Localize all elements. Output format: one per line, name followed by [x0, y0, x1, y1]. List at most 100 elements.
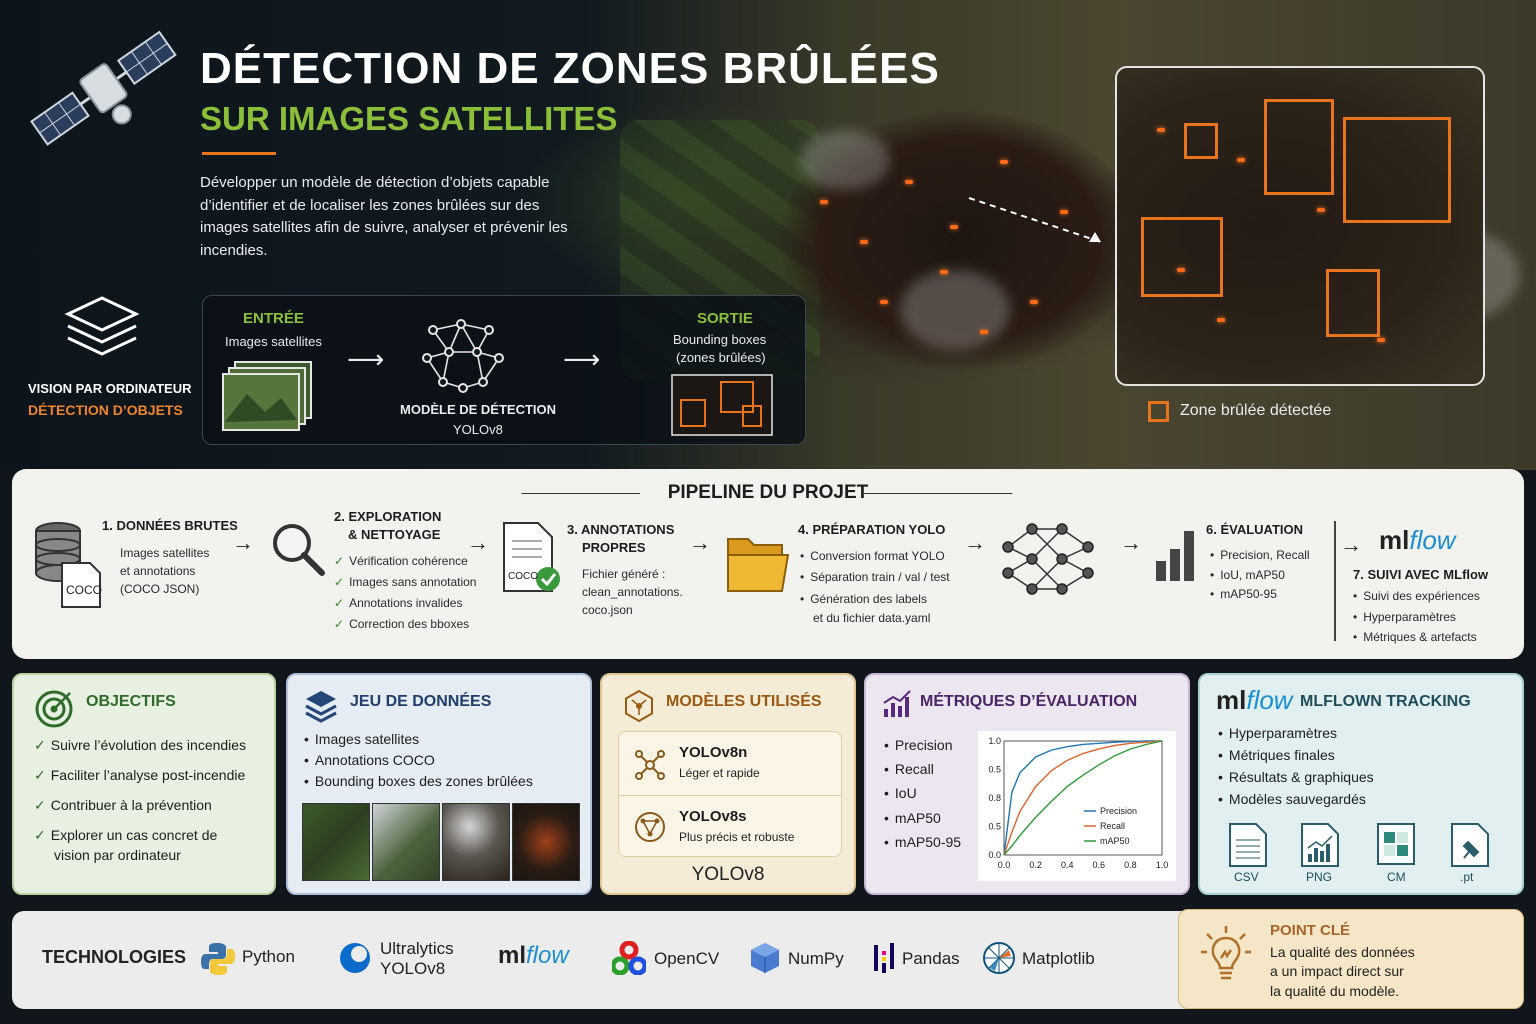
detection-box	[1141, 217, 1223, 297]
step3-title: 3. ANNOTATIONS	[567, 522, 675, 537]
models-card: MODÈLES UTILISÉS YOLOv8n Léger et rapide…	[600, 673, 856, 895]
pandas-logo-icon	[874, 943, 894, 973]
y-tick-label: 0.8	[988, 793, 1001, 803]
output-subtitle-2: (zones brûlées)	[676, 350, 766, 365]
fire-ember	[1237, 158, 1245, 162]
dataset-card: JEU DE DONNÉES •Images satellites •Annot…	[286, 673, 592, 895]
key-point-card: POINT CLÉ La qualité des données a un im…	[1178, 909, 1524, 1009]
metric-item: •mAP50	[884, 810, 941, 826]
x-tick-label: 0.0	[998, 860, 1011, 870]
satellite-icon	[30, 30, 177, 146]
layers-icon	[64, 296, 140, 356]
key-point-title: POINT CLÉ	[1270, 922, 1351, 939]
key-point-line: La qualité des données	[1270, 944, 1415, 960]
bar-chart-icon	[1156, 531, 1194, 581]
mlflow-logo: mlflow	[498, 942, 569, 969]
arrow-right-icon: ⟶	[347, 344, 385, 374]
arrow-right-icon: →	[964, 530, 986, 555]
step2-item: ✓Vérification cohérence	[334, 554, 468, 568]
arrow-right-icon: ⟶	[563, 344, 601, 374]
magnifier-icon	[273, 524, 325, 576]
objective-item-cont: vision par ordinateur	[54, 847, 181, 863]
intro-text: Développer un modèle de détection d’obje…	[200, 174, 568, 259]
key-point-line: a un impact direct sur	[1270, 963, 1404, 979]
model-title: MODÈLE DE DÉTECTION	[400, 402, 557, 417]
file-label: .pt	[1460, 870, 1474, 884]
dataset-thumbnail	[512, 803, 580, 881]
step4-item: •Génération des labels	[800, 592, 927, 606]
smoke-plume	[800, 130, 890, 190]
output-subtitle-1: Bounding boxes	[673, 332, 767, 347]
model-subtitle: YOLOv8	[453, 422, 503, 437]
metric-item: •mAP50-95	[884, 834, 962, 850]
step2-item: ✓Annotations invalides	[334, 596, 463, 610]
models-footer: YOLOv8	[691, 864, 765, 885]
metrics-card: MÉTRIQUES D’ÉVALUATION •Precision •Recal…	[864, 673, 1190, 895]
legend-swatch	[1148, 401, 1169, 422]
detection-result-panel	[1115, 66, 1485, 386]
series-line-precision	[1003, 740, 1162, 856]
step2-title: 2. EXPLORATION	[334, 509, 442, 524]
model-description: Plus précis et robuste	[679, 830, 795, 844]
detection-box	[1343, 117, 1451, 223]
fire-ember	[820, 200, 828, 204]
x-tick-label: 1.0	[1156, 860, 1169, 870]
step7-item: •Hyperparamètres	[1353, 610, 1456, 624]
ultralytics-label: Ultralytics	[380, 939, 454, 958]
dashed-arrow-icon	[968, 197, 1102, 243]
burned-area-texture	[780, 110, 1140, 370]
target-icon	[35, 690, 73, 728]
pipeline-title: PIPELINE DU PROJET	[667, 482, 869, 503]
mlflow-item: •Métriques finales	[1218, 747, 1335, 763]
legend-label: mAP50	[1100, 836, 1130, 846]
numpy-logo-icon	[751, 943, 779, 973]
ultralytics-label-2: YOLOv8	[380, 959, 446, 978]
step2-item: ✓Images sans annotation	[334, 575, 477, 589]
fire-ember	[1177, 268, 1185, 272]
legend-label: Zone brûlée détectée	[1180, 402, 1332, 419]
step4-item-cont: et du fichier data.yaml	[813, 611, 931, 625]
y-tick-label: 0.5	[988, 765, 1001, 775]
detection-box	[1326, 269, 1380, 337]
detection-box	[1184, 123, 1218, 159]
chart-frame	[1003, 740, 1163, 856]
dataset-item: •Annotations COCO	[304, 752, 435, 768]
database-icon	[35, 522, 101, 608]
divider	[619, 795, 841, 796]
y-tick-label: 1.0	[988, 736, 1001, 746]
fire-ember	[980, 330, 988, 334]
fire-ember	[905, 180, 913, 184]
input-title: ENTRÉE	[243, 310, 304, 327]
legend-label: Recall	[1100, 821, 1125, 831]
page-subtitle: SUR IMAGES SATELLITES	[200, 100, 618, 137]
python-label: Python	[242, 947, 295, 966]
opencv-logo-icon	[612, 941, 646, 975]
mlflow-item: •Hyperparamètres	[1218, 725, 1338, 741]
fire-ember	[1060, 210, 1068, 214]
pipeline-panel: PIPELINE DU PROJET COCO 1. DONNÉES BRUTE…	[12, 469, 1524, 659]
arrow-right-icon: →	[232, 530, 254, 555]
mlflow-tracking-card: mlflow MLFLOWN TRACKING •Hyperparamètres…	[1198, 673, 1524, 895]
dataset-thumbnail	[442, 803, 510, 881]
satellite-images-icon	[222, 361, 312, 431]
input-output-panel: ENTRÉE Images satellites ⟶ MODÈLE DE DÉT…	[202, 295, 806, 445]
fire-ember	[940, 270, 948, 274]
dataset-title: JEU DE DONNÉES	[350, 693, 492, 710]
step4-item: •Séparation train / val / test	[800, 570, 950, 584]
key-point-line: la qualité du modèle.	[1270, 983, 1400, 999]
objective-item: ✓Faciliter l’analyse post-incendie	[34, 767, 246, 783]
step2-title-2: & NETTOYAGE	[348, 527, 441, 542]
fire-ember	[1217, 318, 1225, 322]
step2-item: ✓Correction des bboxes	[334, 617, 470, 631]
step3-title-2: PROPRES	[582, 540, 646, 555]
mlflow-logo: mlflow	[1216, 685, 1293, 715]
step1-line: (COCO JSON)	[120, 582, 200, 596]
y-tick-label: 0.5	[988, 822, 1001, 832]
legend-label: Precision	[1100, 806, 1137, 816]
stack-icon	[305, 691, 337, 723]
arrow-right-icon: →	[689, 530, 711, 555]
fire-ember	[1030, 300, 1038, 304]
bounding-boxes-output-icon	[671, 374, 773, 436]
coco-file-label: COCO	[508, 571, 538, 582]
